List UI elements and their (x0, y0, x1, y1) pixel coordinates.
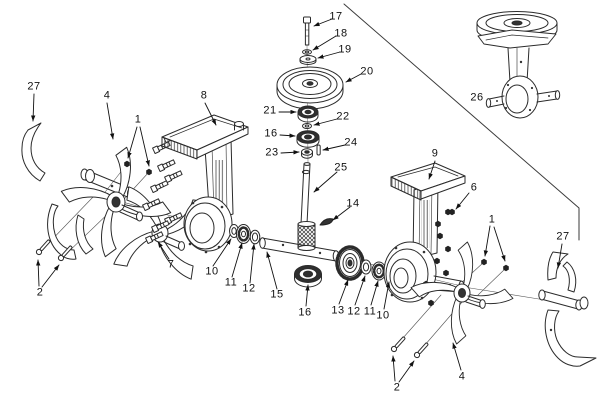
leader-lines (31, 18, 563, 383)
washer-22 (302, 123, 312, 129)
callout-16: 16 (298, 306, 312, 319)
right-outer-tine (538, 251, 597, 367)
callout-21: 21 (263, 104, 277, 117)
bearings-left-row (229, 224, 261, 245)
bearing-21 (297, 105, 319, 123)
callout-7: 7 (167, 258, 175, 271)
callout-27: 27 (556, 230, 570, 243)
ring-12-left (249, 229, 261, 245)
callout-18: 18 (334, 27, 348, 40)
vertical-shaft-25 (300, 162, 311, 225)
callout-1: 1 (488, 213, 496, 226)
callout-4: 4 (103, 89, 111, 102)
callout-12: 12 (242, 282, 256, 295)
callout-1: 1 (134, 113, 142, 126)
callout-26: 26 (470, 91, 484, 104)
tine-pins (35, 239, 429, 359)
horizontal-shaft-15 (259, 218, 340, 262)
bearing-11-right (371, 261, 387, 281)
callout-19: 19 (338, 43, 352, 56)
callout-22: 22 (336, 110, 350, 123)
pulley-stack (276, 16, 344, 225)
bearing-16-upper (296, 130, 320, 148)
callout-11: 11 (363, 305, 377, 318)
left-gearbox-half (161, 114, 249, 254)
callout-10: 10 (376, 309, 390, 322)
washer-19 (299, 55, 317, 65)
callout-15: 15 (270, 288, 284, 301)
collar-23 (301, 148, 313, 159)
callout-9: 9 (431, 147, 439, 160)
key-24 (316, 144, 321, 156)
pulley-20 (276, 66, 344, 110)
worm-gear-13 (335, 245, 365, 281)
bearing-11-left (236, 224, 251, 244)
callout-16: 16 (264, 127, 278, 140)
washer-18 (302, 49, 312, 55)
callout-23: 23 (265, 146, 279, 159)
callout-27: 27 (27, 80, 41, 93)
callout-8: 8 (200, 89, 208, 102)
callout-2: 2 (393, 381, 401, 394)
callout-13: 13 (331, 304, 345, 317)
lock-nuts-left (124, 160, 152, 176)
callout-2: 2 (36, 286, 44, 299)
callout-11: 11 (224, 276, 238, 289)
divider-line (343, 3, 580, 241)
callout-6: 6 (470, 181, 478, 194)
callout-14: 14 (346, 197, 360, 210)
worm-section (297, 221, 316, 251)
callout-25: 25 (334, 161, 348, 174)
assembled-gearbox-inset (476, 11, 561, 119)
lock-nuts-right (449, 208, 509, 272)
callout-24: 24 (344, 136, 358, 149)
callout-10: 10 (205, 265, 219, 278)
callout-4: 4 (458, 370, 466, 383)
right-inner-tines (410, 241, 514, 345)
callout-12: 12 (347, 305, 361, 318)
callout-17: 17 (329, 10, 343, 23)
callout-20: 20 (360, 65, 374, 78)
ring-12-right (360, 259, 372, 275)
bolt-17 (303, 16, 311, 46)
